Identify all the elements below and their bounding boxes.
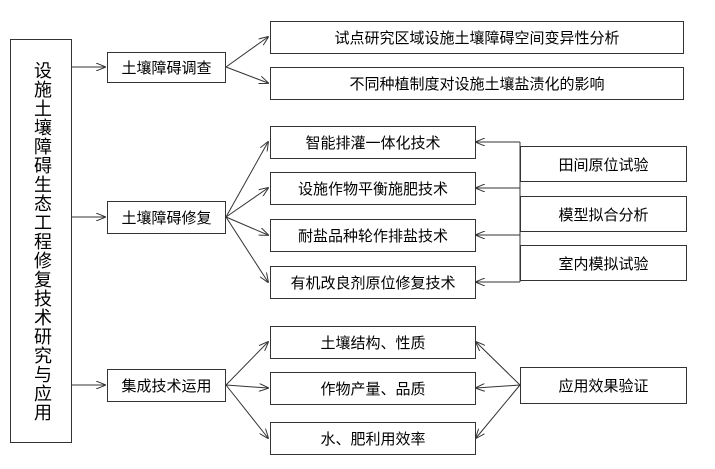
arrow-validation-to-item-1 bbox=[476, 342, 521, 386]
method-box: 田间原位试验 bbox=[520, 146, 687, 182]
repair-item-label: 有机改良剂原位修复技术 bbox=[290, 274, 456, 292]
repair-item-box: 设施作物平衡施肥技术 bbox=[270, 172, 476, 205]
integration-item-label: 水、肥利用效率 bbox=[320, 430, 426, 448]
repair-item-box: 耐盐品种轮作排盐技术 bbox=[270, 219, 476, 252]
method-label: 田间原位试验 bbox=[558, 155, 649, 174]
arrow-validation-to-item-3 bbox=[476, 384, 521, 438]
survey-item-box: 不同种植制度对设施土壤盐渍化的影响 bbox=[270, 67, 684, 100]
arrow-integration-item-2 bbox=[225, 385, 268, 388]
integration-item-box: 作物产量、品质 bbox=[270, 372, 476, 405]
repair-item-box: 有机改良剂原位修复技术 bbox=[270, 266, 476, 299]
arrow-repair-item-1 bbox=[225, 142, 268, 218]
arrow-repair-item-3 bbox=[225, 216, 268, 235]
section-repair-box: 土壤障碍修复 bbox=[107, 201, 226, 234]
section-integration-label: 集成技术运用 bbox=[121, 377, 212, 395]
arrow-integration-item-1 bbox=[225, 342, 268, 386]
validation-label: 应用效果验证 bbox=[558, 377, 649, 395]
arrow-repair-item-2 bbox=[225, 188, 268, 218]
arrow-survey-item-1 bbox=[225, 37, 268, 68]
integration-item-box: 土壤结构、性质 bbox=[270, 326, 476, 359]
method-box: 室内模拟试验 bbox=[520, 245, 687, 281]
validation-box: 应用效果验证 bbox=[520, 367, 687, 404]
method-label: 室内模拟试验 bbox=[558, 254, 649, 273]
repair-item-label: 耐盐品种轮作排盐技术 bbox=[297, 227, 448, 245]
arrow-integration-item-3 bbox=[225, 384, 268, 438]
root-box: 设施土壤障碍生态工程修复技术研究与应用 bbox=[10, 39, 72, 443]
arrow-survey-item-2 bbox=[225, 66, 268, 83]
survey-item-label: 试点研究区域设施土壤障碍空间变异性分析 bbox=[334, 29, 620, 47]
arrow-repair-item-4 bbox=[225, 216, 268, 282]
repair-item-label: 智能排灌一体化技术 bbox=[305, 134, 441, 152]
method-box: 模型拟合分析 bbox=[520, 196, 687, 232]
survey-item-label: 不同种植制度对设施土壤盐渍化的影响 bbox=[349, 75, 605, 93]
repair-item-label: 设施作物平衡施肥技术 bbox=[297, 180, 448, 198]
section-integration-box: 集成技术运用 bbox=[107, 369, 226, 402]
survey-item-box: 试点研究区域设施土壤障碍空间变异性分析 bbox=[270, 21, 684, 54]
arrow-validation-to-item-2 bbox=[476, 385, 521, 388]
repair-item-box: 智能排灌一体化技术 bbox=[270, 126, 476, 159]
section-survey-box: 土壤障碍调查 bbox=[107, 52, 226, 83]
root-title: 设施土壤障碍生态工程修复技术研究与应用 bbox=[31, 60, 52, 422]
section-repair-label: 土壤障碍修复 bbox=[121, 209, 212, 227]
method-label: 模型拟合分析 bbox=[558, 205, 649, 224]
integration-item-box: 水、肥利用效率 bbox=[270, 422, 476, 455]
integration-item-label: 作物产量、品质 bbox=[320, 380, 426, 398]
integration-item-label: 土壤结构、性质 bbox=[320, 334, 426, 352]
section-survey-label: 土壤障碍调查 bbox=[121, 59, 212, 77]
